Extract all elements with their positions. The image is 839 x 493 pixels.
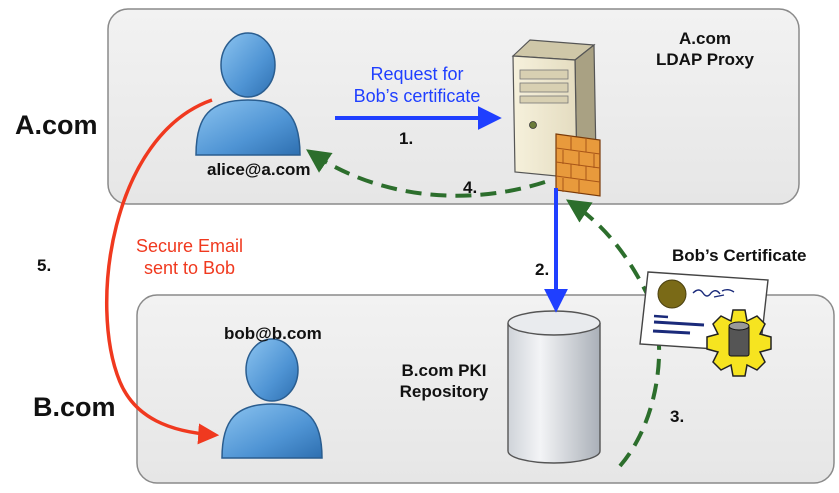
bob-user-icon [221,338,323,459]
request-label: Request for Bob’s certificate [337,63,497,107]
ldap-proxy-label-line2: LDAP Proxy [656,50,754,69]
alice-user-icon [195,32,301,156]
alice-email-label: alice@a.com [207,160,311,179]
step-5-label: 5. [37,256,52,275]
b-com-domain-label: B.com [33,392,116,422]
ldap-proxy-label: A.com LDAP Proxy [650,28,760,70]
ldap-proxy-label-line1: A.com [679,29,731,48]
pki-repository-label-line2: Repository [399,382,489,401]
step-1-label: 1. [399,129,414,148]
gear-icon [706,309,772,377]
secure-email-arrow [105,98,220,445]
a-com-domain-label: A.com [15,110,98,140]
step-4-label: 4. [463,178,478,197]
bobs-certificate-label: Bob’s Certificate [672,246,807,265]
pki-repository-label-line1: B.com PKI [401,361,487,380]
pki-repository-label: B.com PKI Repository [392,360,496,402]
proxy-to-alice-arrow [306,149,546,198]
step-3-label: 3. [670,407,685,426]
pki-repository-cylinder-icon [507,310,601,464]
request-label-line1: Request for [370,64,464,84]
request-label-line2: Bob’s certificate [353,86,481,106]
secure-email-label-line2: sent to Bob [143,258,236,278]
secure-email-label: Secure Email sent to Bob [127,235,252,279]
bob-email-label: bob@b.com [224,324,322,343]
step-2-label: 2. [535,260,550,279]
ldap-proxy-server-icon [511,39,601,197]
firewall-icon [555,133,601,197]
secure-email-label-line1: Secure Email [135,236,244,256]
